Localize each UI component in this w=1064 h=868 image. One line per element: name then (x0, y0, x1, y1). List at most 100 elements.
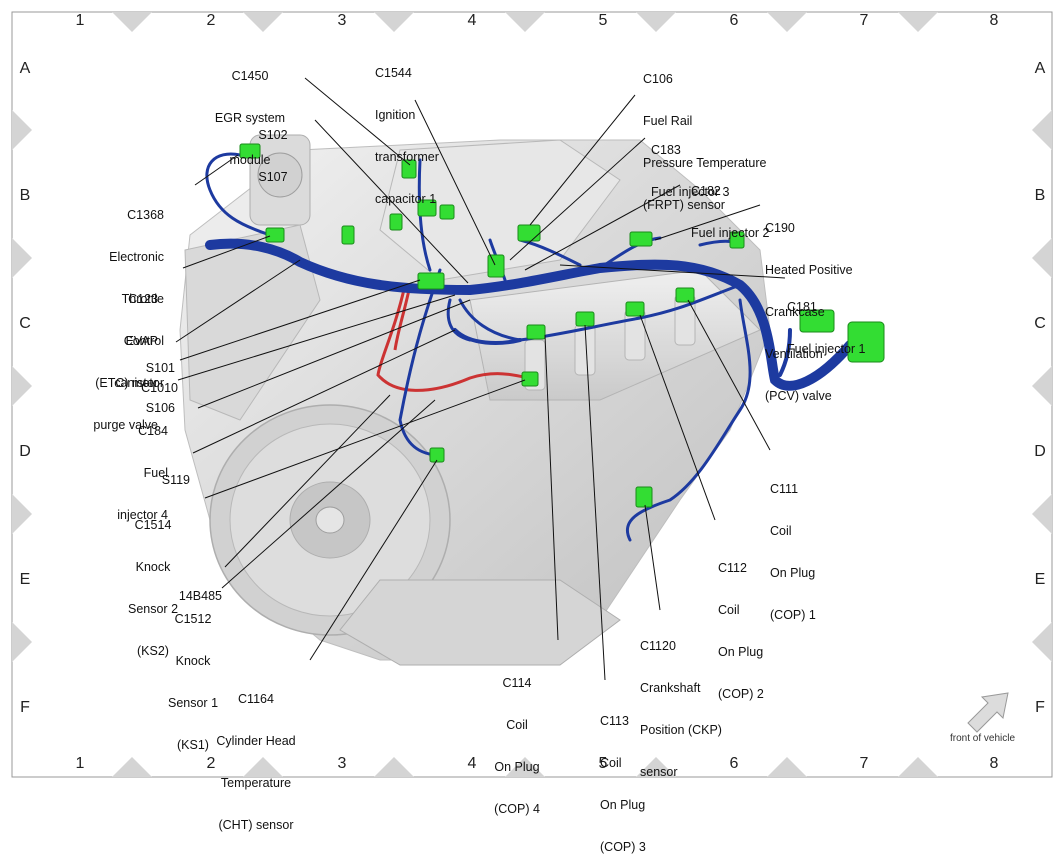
callout-c1450: C1450 EGR system module (200, 41, 300, 181)
callout-c112: C112 Coil On Plug (COP) 2 (718, 533, 764, 715)
callout-c190: C190 Heated Positive Crankcase Ventilati… (765, 193, 853, 417)
front-of-vehicle-label: front of vehicle (950, 733, 1016, 744)
callout-line: (CHT) sensor (218, 818, 294, 832)
callout-line: EVAP (125, 334, 158, 348)
grid-col-bottom-4: 4 (467, 755, 477, 772)
callout-line: Sensor 2 (127, 602, 179, 616)
connectors (239, 143, 885, 508)
callout-c114: C114 Coil On Plug (COP) 4 (484, 648, 550, 830)
callout-s119: S119 (130, 445, 190, 501)
callout-14b485: 14B485 (140, 561, 222, 617)
callout-line: C123 (128, 292, 158, 306)
callout-line: S119 (161, 473, 190, 487)
callout-line: Crankcase (765, 305, 825, 319)
callout-line: (FRPT) sensor (643, 198, 725, 212)
connector-c113 (575, 311, 595, 327)
grid-row-left-D: D (19, 443, 31, 460)
grid-row-right-D: D (1034, 443, 1046, 460)
grid-col-top-4: 4 (467, 12, 477, 29)
front-arrow-icon (967, 692, 1009, 733)
callout-line: Fuel Rail (643, 114, 693, 128)
callout-c183: C183 Fuel injector 3 (651, 115, 730, 213)
callout-line: Position (CKP) (640, 723, 722, 737)
grid-col-top-2: 2 (206, 12, 216, 29)
callout-line: Coil (770, 524, 792, 538)
callout-c1514: C1514 Knock Sensor 2 (KS2) (120, 490, 186, 672)
wiring-harness (205, 152, 855, 542)
connector-s102 (439, 204, 455, 220)
callout-line: (KS2) (137, 644, 169, 658)
callout-line: Sensor 1 (167, 696, 219, 710)
callout-line: Fuel (143, 466, 168, 480)
callout-line: Temperature (220, 776, 292, 790)
callout-line: Fuel injector 3 (651, 185, 730, 199)
grid-col-bottom-1: 1 (75, 755, 85, 772)
callout-line: Coil (506, 718, 528, 732)
callout-line: C183 (651, 143, 681, 157)
callout-s106: S106 (120, 373, 175, 429)
callout-c106: C106 Fuel Rail Pressure Temperature (FRP… (643, 44, 766, 226)
callout-s102: S102 S107 (248, 100, 298, 198)
callout-line: capacitor 1 (375, 192, 437, 206)
callout-line: EGR system (214, 111, 286, 125)
leader-lines (175, 77, 786, 681)
callout-c111: C111 Coil On Plug (COP) 1 (770, 454, 816, 636)
callout-line: Fuel injector 1 (787, 342, 866, 356)
callout-c1164: C1164 Cylinder Head Temperature (CHT) se… (203, 664, 309, 846)
callout-line: C1010 (141, 381, 178, 395)
callout-line: purge valve (93, 418, 158, 432)
connector-big2 (847, 321, 885, 363)
callout-line: Coil (718, 603, 740, 617)
connector-c190b (729, 231, 745, 249)
callout-c184: C184 Fuel injector 4 (100, 396, 168, 536)
callout-line: 14B485 (178, 589, 222, 603)
connector-c1368 (239, 143, 261, 159)
callout-line: (COP) 1 (770, 608, 816, 622)
callout-line: Coil (600, 756, 622, 770)
grid-markers (12, 12, 1052, 777)
connector-c123 (265, 227, 285, 243)
callout-line: Crankshaft (640, 681, 701, 695)
callout-line: (COP) 4 (494, 802, 540, 816)
callout-line: Knock (175, 654, 211, 668)
callout-line: (KS1) (177, 738, 209, 752)
callout-line: transformer (375, 150, 439, 164)
grid-row-left-C: C (19, 315, 31, 332)
callout-c182: C182 Fuel injector 2 (691, 156, 770, 254)
callout-line: Heated Positive (765, 263, 853, 277)
connector-c1164 (429, 447, 445, 463)
connector-c112 (625, 301, 645, 317)
callout-line: C1514 (134, 518, 172, 532)
callout-line: C181 (787, 300, 817, 314)
callout-line: C1164 (238, 692, 274, 706)
connector-c1544 (417, 199, 437, 217)
callout-line: C1120 (640, 639, 676, 653)
callout-line: canister (114, 376, 158, 390)
callout-c1010: C1010 (120, 353, 178, 409)
callout-c181: C181 Fuel injector 1 (787, 272, 866, 370)
callout-line: C182 (691, 184, 721, 198)
connector-big1 (799, 309, 835, 333)
callout-line: C1450 (231, 69, 269, 83)
grid-col-top-7: 7 (859, 12, 869, 29)
callout-line: C184 (138, 424, 168, 438)
grid-col-bottom-8: 8 (989, 755, 999, 772)
grid-col-bottom-3: 3 (337, 755, 347, 772)
grid-col-top-3: 3 (337, 12, 347, 29)
callout-line: Ventilation (765, 347, 823, 361)
callout-line: sensor (640, 765, 678, 779)
callout-line: On Plug (770, 566, 816, 580)
grid-col-bottom-7: 7 (859, 755, 869, 772)
connector-c183 (487, 254, 505, 278)
callout-c1368: C1368 Electronic Throttle Control (ETC) … (60, 180, 164, 404)
grid-col-top-5: 5 (598, 12, 608, 29)
grid-col-top-1: 1 (75, 12, 85, 29)
callout-line: (PCV) valve (765, 389, 832, 403)
callout-line: Fuel injector 2 (691, 226, 770, 240)
callout-line: S102 (258, 128, 288, 142)
grid-row-right-E: E (1034, 571, 1046, 588)
callout-line: Control (123, 334, 164, 348)
connector-c1010 (417, 272, 445, 290)
callout-c123: C123 EVAP canister purge valve (60, 264, 158, 446)
callout-line: C106 (643, 72, 673, 86)
